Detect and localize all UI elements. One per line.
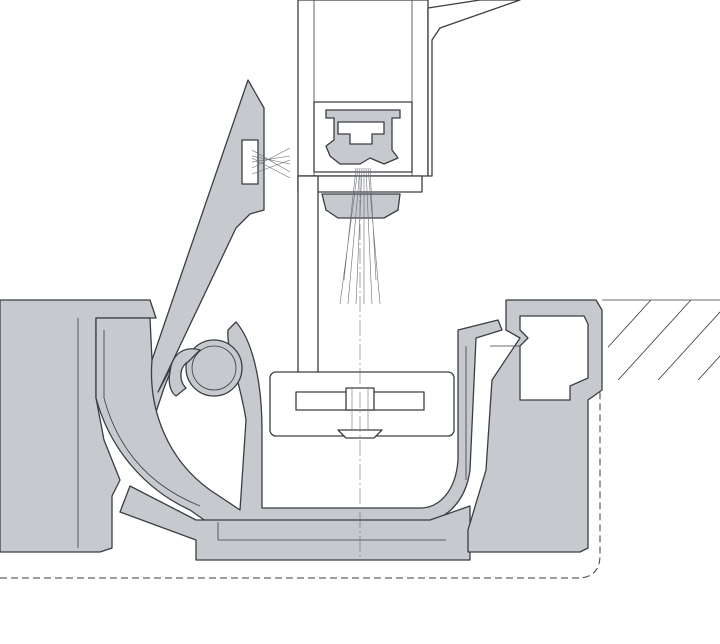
upper-frame-profile <box>297 0 521 219</box>
main-channel <box>95 317 503 525</box>
hinge-pin <box>168 339 243 397</box>
left-slab <box>0 299 157 553</box>
ground-hatch <box>602 299 720 380</box>
right-kerb <box>467 299 603 553</box>
dashed-outline <box>0 390 601 579</box>
light-rays <box>339 167 381 305</box>
base-plate <box>119 485 471 561</box>
brush-fibres <box>251 147 291 179</box>
